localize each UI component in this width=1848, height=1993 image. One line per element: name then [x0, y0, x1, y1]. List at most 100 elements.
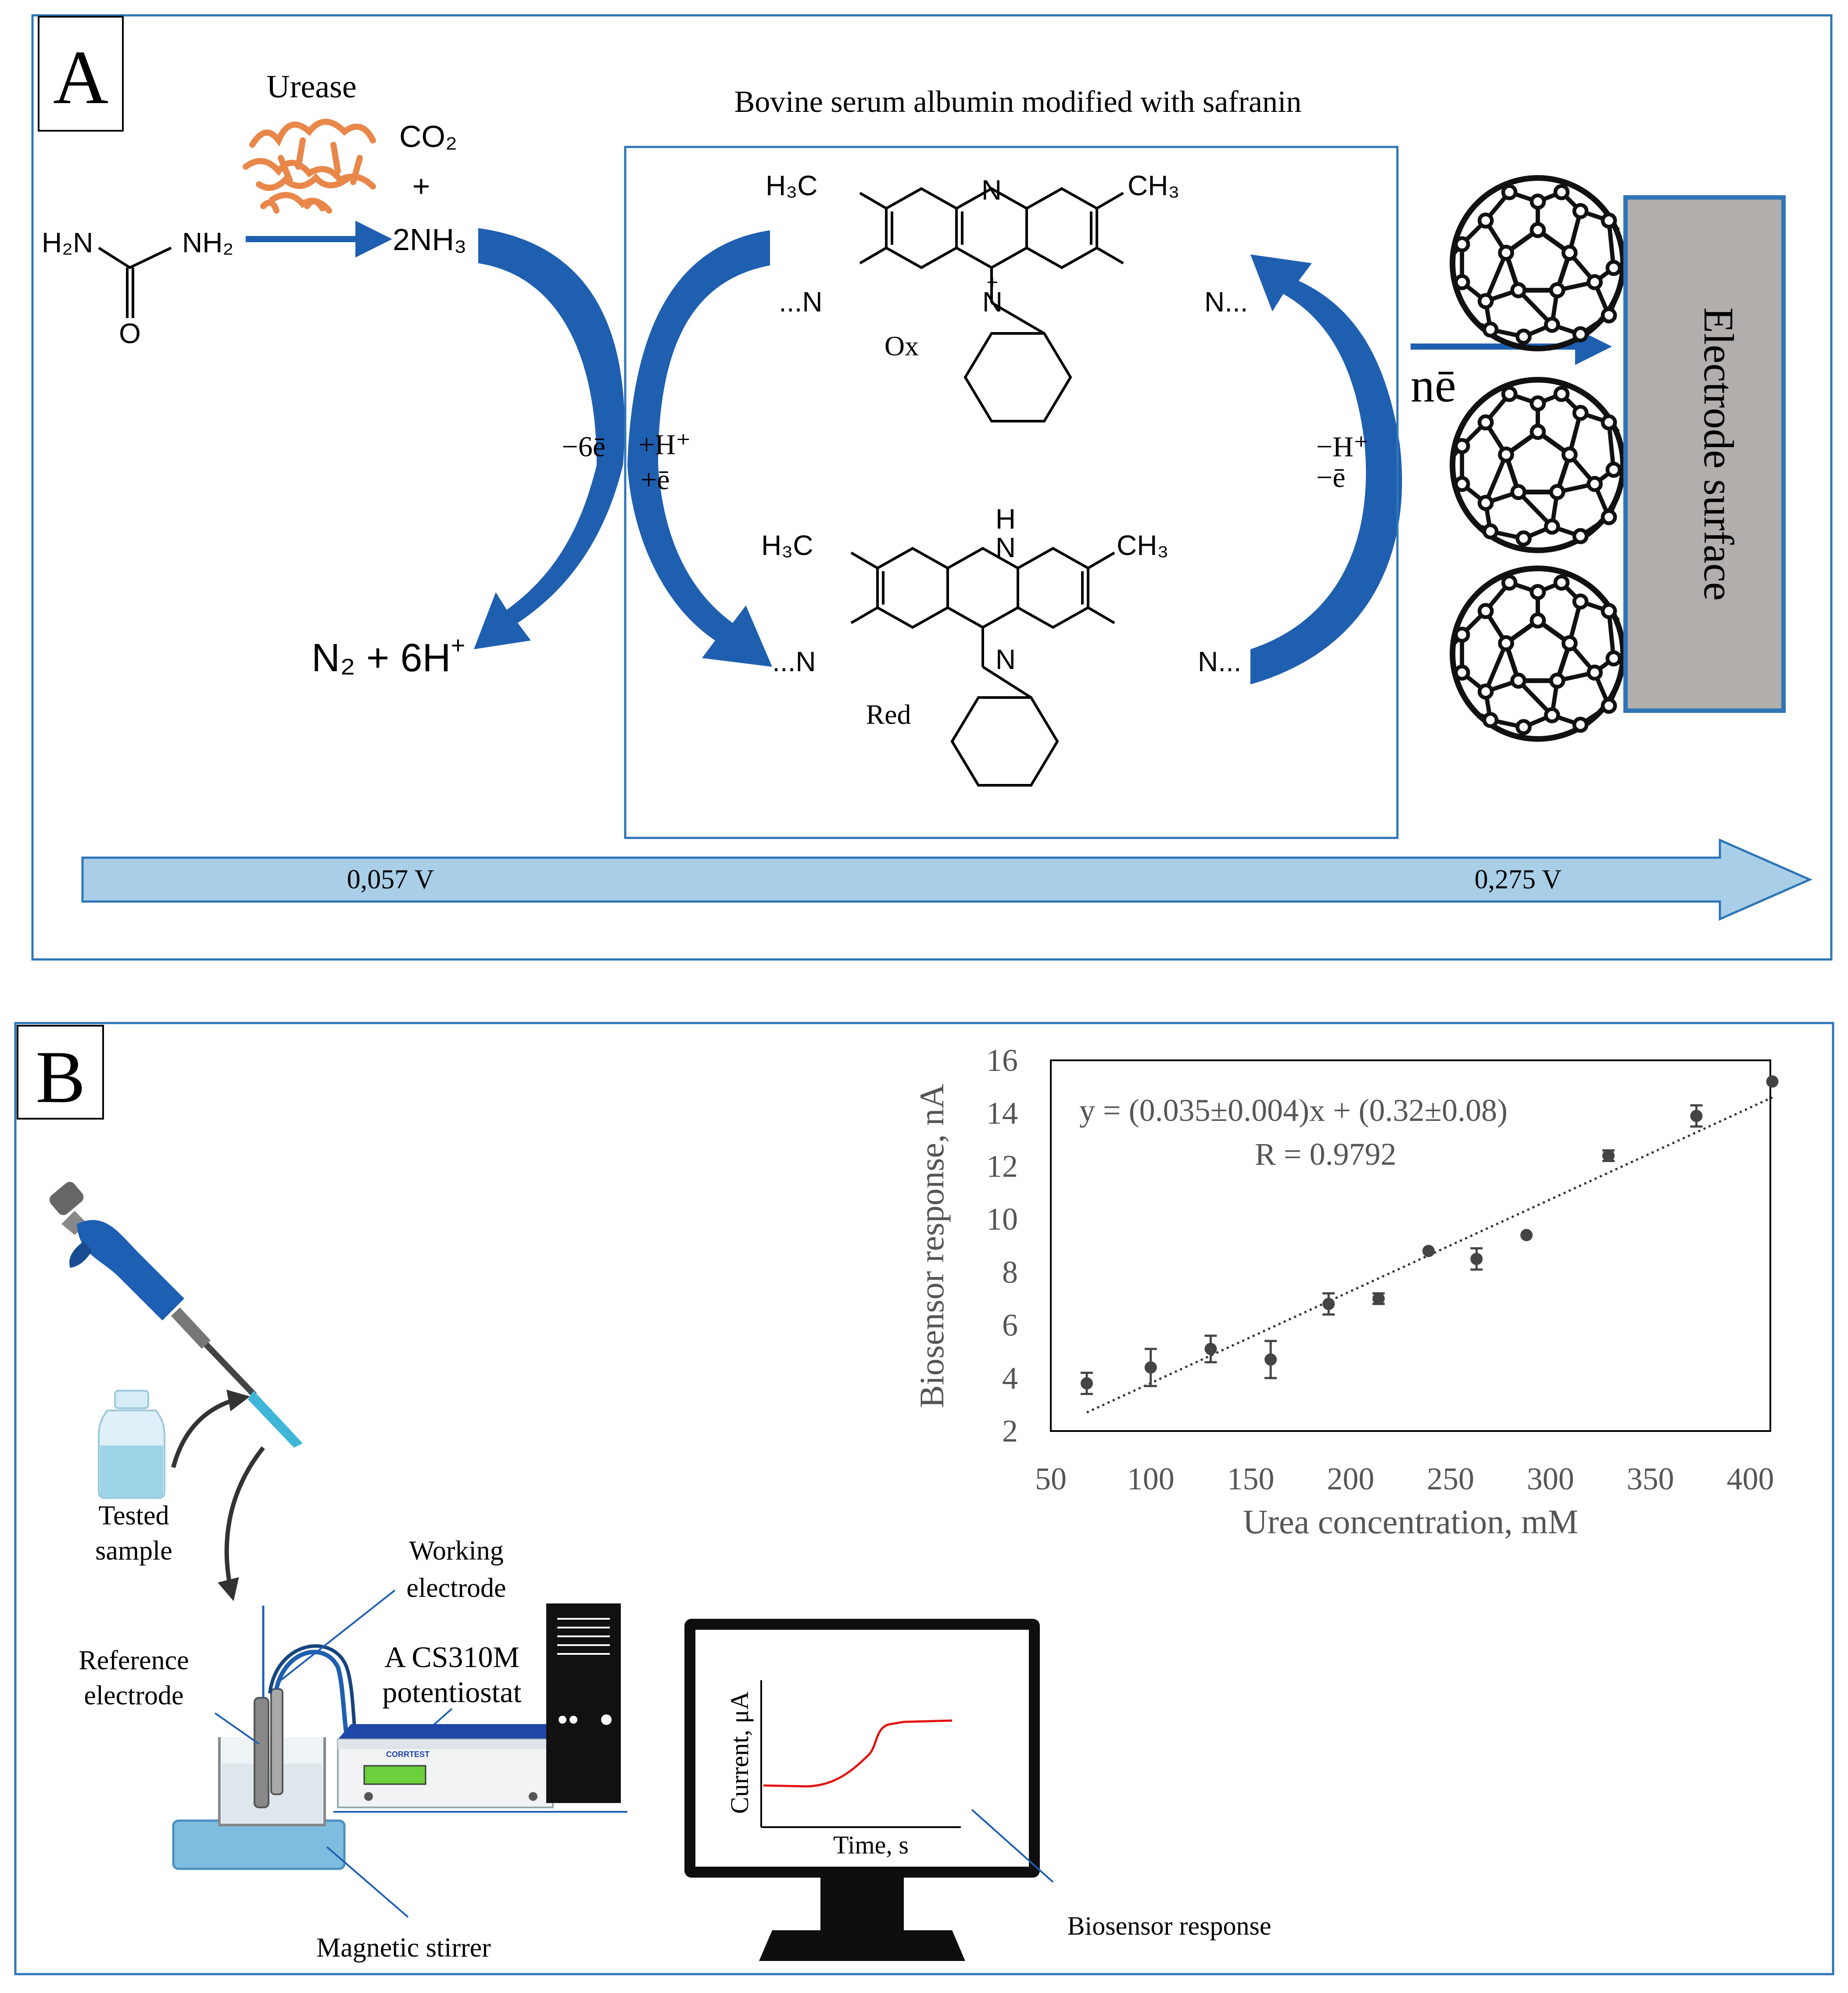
- svg-text:O: O: [119, 318, 141, 349]
- magnetic-stirrer-label: Magnetic stirrer: [316, 1933, 491, 1963]
- x-tick-label: 200: [1327, 1461, 1374, 1496]
- svg-text:N: N: [996, 644, 1016, 675]
- chart-plot-area: [1050, 1059, 1771, 1432]
- pipette-icon: [49, 1182, 303, 1448]
- y-tick-label: 12: [986, 1149, 1018, 1184]
- y-tick-label: 16: [986, 1043, 1018, 1078]
- products-plus: +: [412, 169, 430, 203]
- x-tick-label: 400: [1726, 1461, 1774, 1496]
- svg-text:CH₃: CH₃: [1117, 530, 1169, 561]
- pipette-to-beaker-arrow: [218, 1446, 265, 1601]
- data-point: [1470, 1252, 1483, 1265]
- svg-text:NH₂: NH₂: [182, 227, 233, 258]
- svg-text:CH₃: CH₃: [1128, 170, 1180, 201]
- data-point: [1602, 1149, 1615, 1162]
- panel-a-letter: A: [53, 35, 108, 120]
- x-tick-label: 100: [1127, 1461, 1175, 1496]
- n2-product-label: N₂ + 6H+: [312, 631, 465, 680]
- potentiostat-label-2: potentiostat: [382, 1675, 521, 1709]
- fullerene-icon-1: [1453, 178, 1623, 349]
- chart-equation: y = (0.035±0.004)x + (0.32±0.08): [1079, 1093, 1508, 1128]
- y-tick-label: 10: [986, 1202, 1018, 1237]
- svg-text:N₂ + 6H+: N₂ + 6H+: [312, 631, 465, 680]
- x-tick-label: 350: [1627, 1461, 1674, 1496]
- chart-xlabel: Urea concentration, mM: [1243, 1503, 1579, 1541]
- safranin-reoxidation-arrow: [1250, 254, 1402, 684]
- biosensor-response-label: Biosensor response: [1067, 1911, 1271, 1940]
- panel-b-frame: [14, 1022, 1834, 1975]
- monitor-plot: Current, μA Time, s: [725, 1680, 961, 1859]
- panel-a: A Urease H₂N NH₂ O CO₂ + 2NH₃ −6ē +: [31, 14, 1833, 961]
- monitor-ylabel: Current, μA: [725, 1691, 754, 1814]
- nh3-label: 2NH₃: [393, 222, 467, 257]
- chart-ylabel: Biosensor response, nA: [913, 1084, 951, 1408]
- urease-protein-icon: [243, 118, 376, 214]
- y-tick-label: 14: [986, 1096, 1018, 1131]
- device-brand: CORRTEST: [386, 1750, 430, 1759]
- potential-high-label: 0,275 V: [1475, 865, 1562, 895]
- electrode-surface-label: Electrode surface: [1695, 308, 1742, 601]
- panel-b-letter: B: [36, 1036, 85, 1118]
- data-point: [1372, 1292, 1385, 1305]
- potentiostat-device: CORRTEST: [337, 1724, 557, 1808]
- urea-structure: H₂N NH₂ O: [42, 227, 233, 349]
- y-tick-label: 4: [1002, 1360, 1018, 1395]
- sample-vial-icon: [98, 1390, 165, 1499]
- svg-text:N: N: [982, 286, 1003, 318]
- safranin-box: [624, 146, 1399, 839]
- svg-text:H₃C: H₃C: [761, 530, 813, 561]
- data-point: [1204, 1342, 1217, 1355]
- data-point: [1422, 1245, 1435, 1257]
- svg-text:+: +: [987, 272, 998, 293]
- data-point: [1144, 1361, 1157, 1374]
- reference-electrode-label-2: electrode: [84, 1681, 183, 1710]
- vial-to-pipette-arrow: [171, 1389, 250, 1468]
- electrode-surface: [1623, 195, 1786, 713]
- ne-label: nē: [1411, 358, 1456, 412]
- panel-a-letter-box: [38, 16, 124, 132]
- fullerene-icon-2: [1453, 380, 1623, 551]
- plus-e-label: +ē: [641, 464, 670, 496]
- data-point: [1081, 1377, 1093, 1390]
- chart-y-ticks: 2 4 6 8 10 12 14 16: [986, 1043, 1018, 1449]
- x-tick-label: 50: [1035, 1461, 1067, 1496]
- y-tick-label: 6: [1002, 1308, 1018, 1343]
- tested-sample-label-1: Tested: [99, 1501, 169, 1531]
- potential-scale-arrow: [81, 838, 1813, 921]
- urease-label: Urease: [266, 69, 356, 105]
- safranin-ox-structure: [859, 187, 1124, 422]
- safranin-box-title: Bovine serum albumin modified with safra…: [734, 85, 1302, 119]
- panel-a-frame: [31, 14, 1833, 961]
- data-point: [1264, 1353, 1277, 1366]
- working-electrode-label-1: Working: [409, 1536, 503, 1566]
- magnetic-stirrer: [172, 1819, 346, 1870]
- data-point: [1520, 1229, 1533, 1242]
- red-label: Red: [866, 699, 911, 730]
- plus-h-label: +H⁺: [638, 429, 691, 461]
- data-point: [1690, 1109, 1703, 1122]
- computer-tower-icon: [546, 1603, 621, 1803]
- x-tick-label: 150: [1227, 1461, 1275, 1496]
- ox-label: Ox: [885, 330, 919, 361]
- svg-text:H₃C: H₃C: [766, 170, 818, 201]
- safranin-reduction-arrow: [627, 230, 772, 667]
- monitor-xlabel: Time, s: [833, 1831, 909, 1859]
- svg-text:N...: N...: [1204, 286, 1248, 318]
- svg-text:H: H: [996, 503, 1016, 535]
- potentiostat-label-1: A CS310M: [384, 1640, 519, 1674]
- panel-b: B Tested sample: [14, 1022, 1834, 1975]
- y-tick-label: 8: [1002, 1255, 1018, 1290]
- minus-h-label: −H⁺: [1316, 431, 1369, 463]
- tested-sample-label-2: sample: [95, 1536, 172, 1566]
- data-point: [1322, 1298, 1335, 1310]
- svg-text:N...: N...: [1198, 646, 1242, 677]
- chart-points: [1081, 1075, 1779, 1395]
- y-tick-label: 2: [1002, 1413, 1018, 1449]
- chart-r-value: R = 0.9792: [1255, 1137, 1397, 1172]
- co2-label: CO₂: [399, 119, 457, 154]
- working-electrode-label-2: electrode: [406, 1573, 506, 1603]
- minus-e-label: −ē: [1316, 462, 1346, 494]
- safranin-red-structure: [850, 547, 1115, 787]
